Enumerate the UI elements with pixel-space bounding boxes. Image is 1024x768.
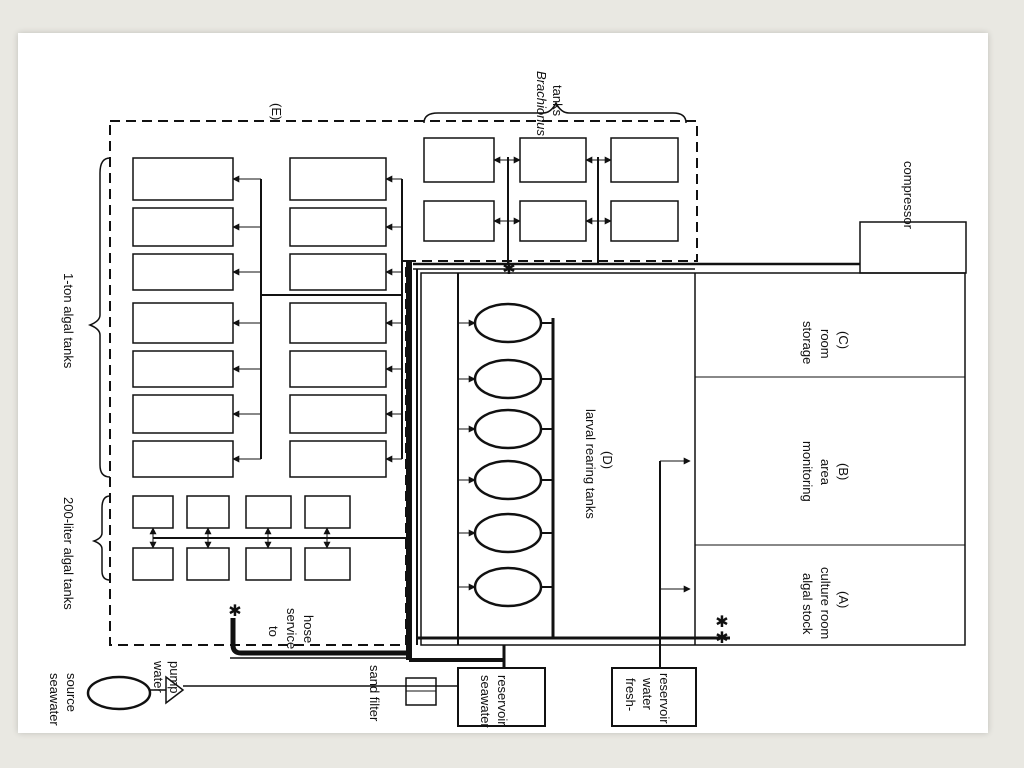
water-pump-label: pump: [167, 661, 182, 694]
algal-tank-1ton: [132, 207, 234, 247]
algal-200l-label: 200-liter algal tanks: [61, 497, 76, 610]
water-pump-label: water: [151, 660, 166, 693]
larval-tank: [473, 358, 543, 400]
seawater-reservoir-label: reservoir: [495, 675, 510, 726]
algal-tank-200l: [245, 547, 292, 581]
hatchery-layout-diagram: ✱ ✱ ✱ ✱ (E) Brachionus tanks compressor …: [47, 71, 967, 728]
building-outline: [420, 272, 966, 646]
algal-tank-1ton: [132, 253, 234, 291]
algal-tank-1ton: [132, 394, 234, 434]
algal-tank-1ton: [289, 440, 387, 478]
valve-icon: ✱: [228, 603, 241, 620]
algal-tank-1ton: [289, 157, 387, 201]
algal-tank-1ton: [289, 394, 387, 434]
algal-tank-1ton: [289, 350, 387, 388]
brachionus-tank: [423, 137, 495, 183]
culture-room-label: (A): [836, 591, 851, 608]
storage-room-label: storage: [800, 321, 815, 364]
service-hose: [230, 618, 409, 656]
valve-icon: ✱: [715, 630, 728, 647]
larval-tank: [473, 566, 543, 608]
larval-tank: [473, 459, 543, 501]
larval-tank: [473, 302, 543, 344]
freshwater-reservoir-label: water: [640, 677, 655, 710]
section-e-label: (E): [269, 103, 284, 120]
algal-1ton-brace: [87, 157, 111, 478]
compressor-box: [859, 221, 967, 274]
brachionus-label: Brachionus: [534, 71, 549, 137]
algal-1ton-label: 1-ton algal tanks: [61, 273, 76, 369]
algal-tank-200l: [304, 547, 351, 581]
algal-tank-200l: [132, 547, 174, 581]
brachionus-tank: [610, 137, 679, 183]
service-hose-label: hose: [301, 615, 316, 643]
freshwater-reservoir: [611, 667, 697, 727]
seawater-source-label: seawater: [47, 673, 62, 726]
sand-filter-label: sand filter: [367, 665, 382, 722]
culture-room-label: culture room: [818, 567, 833, 639]
algal-tank-1ton: [289, 253, 387, 291]
larval-tanks-label: (D): [600, 451, 615, 469]
algal-tank-1ton: [132, 157, 234, 201]
freshwater-reservoir-label: fresh-: [623, 678, 638, 711]
culture-room-label: algal stock: [800, 573, 815, 635]
larval-tank: [473, 408, 543, 450]
seawater-source: [86, 675, 152, 711]
seawater-reservoir-label: seawater: [478, 675, 493, 728]
algal-tank-200l: [304, 495, 351, 529]
algal-tank-1ton: [289, 302, 387, 344]
larval-tank: [473, 512, 543, 554]
brachionus-tank: [519, 137, 587, 183]
compressor-label: compressor: [901, 161, 916, 230]
algal-tank-1ton: [132, 350, 234, 388]
monitoring-area-label: (B): [836, 463, 851, 480]
algal-tank-200l: [245, 495, 292, 529]
larval-tanks-label: larval rearing tanks: [583, 409, 598, 519]
algal-tank-1ton: [289, 207, 387, 247]
seawater-reservoir: [457, 667, 546, 727]
brachionus-label-2: tanks: [550, 85, 565, 117]
algal-tank-200l: [132, 495, 174, 529]
service-hose-label: service: [284, 608, 299, 649]
algal-200l-brace: [91, 495, 111, 581]
brachionus-tank: [423, 200, 495, 242]
algal-tank-200l: [186, 547, 230, 581]
service-hose-label: to: [266, 626, 281, 637]
algal-tank-1ton: [132, 440, 234, 478]
storage-room-label: (C): [836, 331, 851, 349]
storage-room-label: room: [818, 329, 833, 359]
slide-frame: ✱ ✱ ✱ ✱ (E) Brachionus tanks compressor …: [18, 33, 988, 733]
algal-tank-200l: [186, 495, 230, 529]
brachionus-brace: [423, 101, 687, 124]
valve-icon: ✱: [715, 614, 728, 631]
monitoring-area-label: area: [818, 459, 833, 486]
valve-icon: ✱: [502, 261, 515, 278]
brachionus-tank: [610, 200, 679, 242]
seawater-source-label: source: [64, 673, 79, 712]
monitoring-area-label: monitoring: [800, 441, 815, 502]
algal-tank-1ton: [132, 302, 234, 344]
freshwater-reservoir-label: reservoir: [657, 673, 672, 724]
brachionus-tank: [519, 200, 587, 242]
